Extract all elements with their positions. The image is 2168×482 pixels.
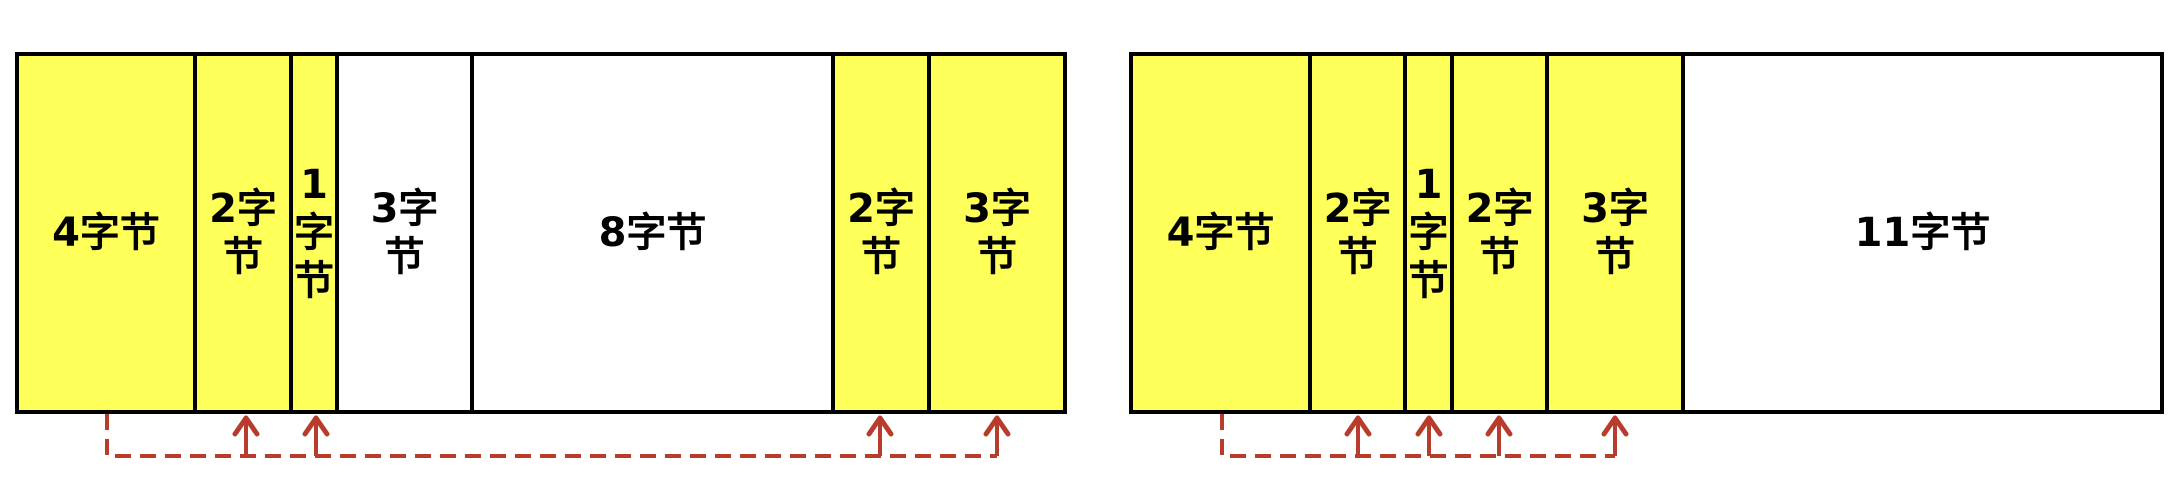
memory-block: [1450, 52, 1549, 414]
memory-block-label: 8字节: [599, 210, 707, 256]
memory-block: [1545, 52, 1685, 414]
memory-block-label: 4字节: [1167, 210, 1275, 256]
memory-block-label: 2字节: [847, 186, 915, 280]
memory-block: [927, 52, 1067, 414]
memory-block-label: 11字节: [1855, 210, 1991, 256]
memory-block-label: 3字节: [1581, 186, 1649, 280]
arrow-up-icon: [1601, 415, 1629, 437]
memory-block: [1403, 52, 1454, 414]
memory-block-label: 4字节: [52, 210, 160, 256]
memory-block-label: 3字节: [963, 186, 1031, 280]
memory-region-border: [15, 52, 1067, 414]
arrow-up-icon: [1415, 415, 1443, 437]
memory-block: [831, 52, 931, 414]
arrow-up-icon: [302, 415, 330, 437]
memory-block: [15, 52, 197, 414]
arrow-up-icon: [983, 415, 1011, 437]
arrow-up-icon: [232, 415, 260, 437]
arrow-up-icon: [1485, 415, 1513, 437]
link-line: [1220, 414, 1615, 458]
memory-block-label: 3字节: [371, 186, 439, 280]
link-line: [105, 414, 997, 458]
memory-block-label: 2字节: [1466, 186, 1534, 280]
memory-block: [1308, 52, 1407, 414]
memory-block-label: 2字节: [209, 186, 277, 280]
memory-block: [1129, 52, 1312, 414]
memory-block: [193, 52, 293, 414]
memory-block-label: 2字节: [1324, 186, 1392, 280]
memory-block: [335, 52, 474, 414]
memory-region-border: [1129, 52, 2164, 414]
arrow-up-icon: [1344, 415, 1372, 437]
arrow-up-icon: [866, 415, 894, 437]
